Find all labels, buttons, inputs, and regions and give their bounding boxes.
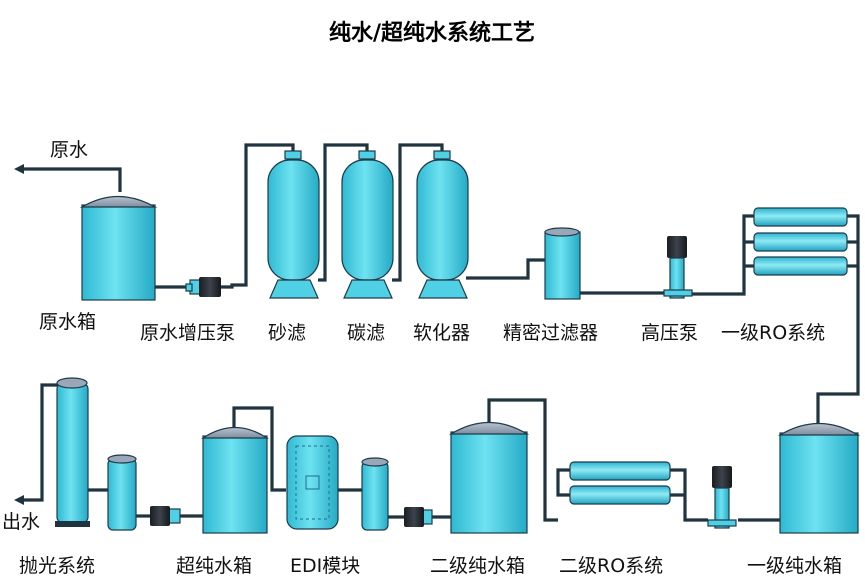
sand-filter-vessel [267,150,320,299]
raw-water-tank [79,196,158,301]
label-polishing-system: 抛光系统 [19,555,95,577]
label-stage2-pure-water-tank: 二级纯水箱 [430,555,525,577]
label-carbon-filter: 碳滤 [347,322,385,344]
high-pressure-pump [663,236,693,299]
label-raw-water-booster-pump: 原水增压泵 [140,322,235,344]
precision-filter-housing [544,227,581,300]
label-high-pressure-pump: 高压泵 [641,322,698,344]
edi-prefilter-vessel [361,457,389,531]
edi-module [286,435,339,530]
label-precision-filter: 精密过滤器 [503,322,598,344]
equipment-labels: 原水 原水箱 原水增压泵 砂滤 碳滤 软化器 精密过滤器 高压泵 一级RO系统 … [2,139,842,577]
label-sand-filter: 砂滤 [268,322,306,344]
label-raw-water-in: 原水 [50,139,88,161]
outlet-arrow-icon [14,495,24,505]
diagram-title: 纯水/超纯水系统工艺 [329,20,535,46]
polishing-small-vessel [107,454,137,531]
label-softener: 软化器 [413,322,470,344]
pipe-network [22,143,860,522]
stage2-pure-water-tank [448,421,530,534]
edi-feed-pump [404,507,433,527]
raw-water-booster-pump [185,277,221,297]
label-ro-stage1: 一级RO系统 [721,322,825,344]
carbon-filter-vessel [341,150,394,299]
polishing-column [55,377,90,527]
polishing-pump [150,506,181,526]
label-water-out: 出水 [2,511,40,533]
label-edi-module: EDI模块 [290,555,360,577]
inlet-arrow-icon [14,164,24,174]
softener-vessel [416,150,469,299]
label-ultrapure-water-tank: 超纯水箱 [176,555,252,577]
ultrapure-water-tank [200,427,270,534]
stage1-pure-water-tank [777,422,861,534]
ro-stage2-membranes [569,461,671,505]
label-stage1-pure-water-tank: 一级纯水箱 [747,555,842,577]
label-raw-water-tank: 原水箱 [39,311,96,333]
label-ro-stage2: 二级RO系统 [559,555,663,577]
stage2-high-pressure-pump [707,466,737,529]
ro-stage1-membranes [753,207,848,276]
